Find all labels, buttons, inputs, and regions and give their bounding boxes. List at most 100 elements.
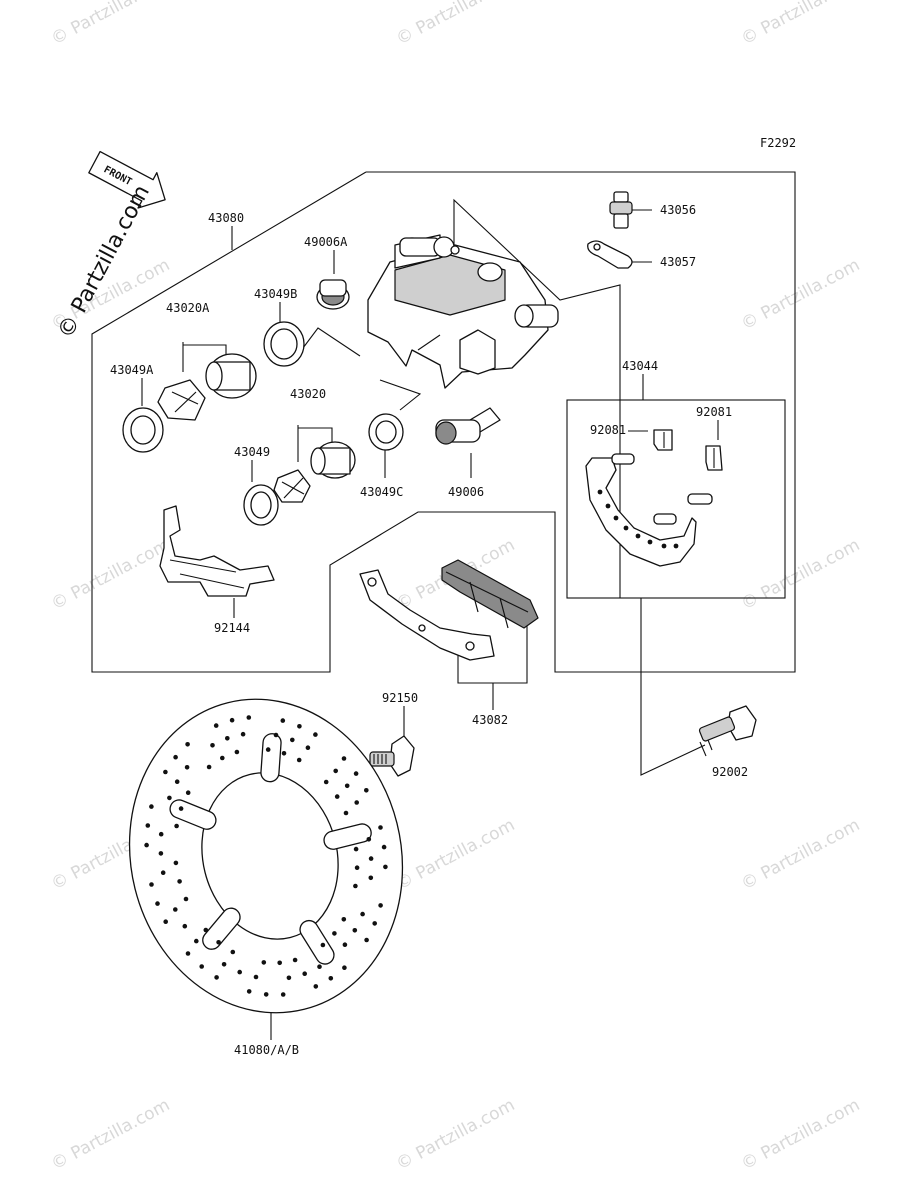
- bracket-hole: [647, 539, 653, 545]
- disc-hole: [281, 751, 287, 756]
- pin-boot-upper: [316, 279, 350, 310]
- disc-hole: [317, 964, 322, 969]
- disc-hole: [225, 736, 230, 741]
- bracket-bolt: [698, 705, 757, 757]
- disc-holes: [144, 715, 388, 997]
- bracket-hole: [661, 543, 667, 549]
- disc-hole: [199, 964, 204, 969]
- watermark-tile: © Partzilla.com: [48, 0, 173, 49]
- piston-b: [310, 441, 356, 479]
- disc-hole: [332, 931, 337, 936]
- label-92144: 92144: [214, 621, 250, 635]
- disc-hole: [364, 788, 369, 793]
- label-43020A: 43020A: [166, 301, 210, 315]
- bleeder-valve: [609, 191, 633, 229]
- piston-a: [205, 353, 257, 399]
- disc-hole: [292, 957, 298, 963]
- disc-hole: [173, 754, 178, 760]
- label-92081-right: 92081: [696, 405, 732, 419]
- disc-hole: [360, 911, 365, 917]
- disc-hole: [353, 883, 358, 889]
- leader-lines: [141, 198, 719, 1040]
- retainer-a: [653, 429, 673, 451]
- disc-hole: [313, 732, 318, 737]
- disc-hole: [290, 737, 295, 743]
- disc-hole: [173, 860, 179, 866]
- caliper-frame-outline: [91, 171, 796, 673]
- disc-hole: [174, 823, 179, 829]
- label-43049B: 43049B: [254, 287, 297, 301]
- disc-hole: [323, 779, 329, 785]
- disc-hole: [277, 960, 283, 966]
- disc-hole: [352, 928, 358, 933]
- bracket-holes: [597, 489, 679, 549]
- disc-hole: [214, 975, 219, 980]
- front-arrow: FRONT: [88, 150, 166, 209]
- disc-hole: [342, 942, 348, 947]
- seal-c: [368, 413, 404, 451]
- disc-hole: [185, 951, 191, 956]
- disc-hole: [378, 903, 383, 908]
- disc-hole: [237, 969, 242, 975]
- disc-hole: [210, 743, 215, 748]
- disc-hole: [182, 923, 188, 929]
- disc-hole: [158, 851, 164, 856]
- disc-hole: [167, 795, 172, 801]
- disc-hole: [203, 927, 209, 933]
- bracket-hole: [635, 533, 641, 539]
- label-43044: 43044: [622, 359, 658, 373]
- disc-hole: [240, 731, 246, 737]
- seal-a: [122, 407, 164, 453]
- disc-hole: [368, 856, 374, 861]
- disc-hole: [302, 971, 308, 976]
- disc-hole: [174, 779, 180, 784]
- disc-hole: [178, 806, 184, 811]
- label-43057: 43057: [660, 255, 696, 269]
- disc-hole: [213, 723, 219, 728]
- watermark-tile: © Partzilla.com: [738, 1095, 863, 1174]
- bracket-hole: [673, 543, 679, 549]
- disc-hole: [185, 790, 191, 795]
- insulator-b: [273, 469, 311, 503]
- label-43049: 43049: [234, 445, 270, 459]
- disc-slot: [323, 823, 372, 850]
- disc-hole: [230, 949, 236, 955]
- label-92002: 92002: [712, 765, 748, 779]
- bracket-box: [566, 399, 786, 599]
- disc-slots: [169, 733, 372, 965]
- disc-hole: [383, 864, 388, 870]
- disc-hole: [206, 764, 212, 770]
- disc-hole: [313, 984, 319, 989]
- figure-code: F2292: [760, 136, 796, 150]
- watermark-tile: © Partzilla.com: [48, 1095, 173, 1174]
- bracket-hole: [605, 503, 611, 509]
- watermark-tile: © Partzilla.com: [48, 535, 173, 614]
- disc-hole: [158, 831, 164, 837]
- disc-hole: [216, 940, 221, 945]
- disc-hole: [333, 768, 339, 774]
- disc-hole: [342, 965, 347, 970]
- pin-boot-lower: [435, 407, 501, 445]
- watermark-tile: © Partzilla.com: [738, 535, 863, 614]
- disc-hole: [234, 749, 240, 755]
- disc-hole: [343, 810, 349, 816]
- disc-hole: [286, 975, 292, 981]
- watermark-tile: © Partzilla.com: [393, 0, 518, 49]
- disc-hole: [220, 755, 225, 761]
- label-92150: 92150: [382, 691, 418, 705]
- part-labels: 43080 49006A 43049B 43020A 43049A 43020 …: [110, 203, 748, 1057]
- disc-hole: [364, 937, 369, 943]
- seal-d: [243, 484, 279, 526]
- disc-hole: [381, 844, 387, 850]
- disc-hole: [320, 942, 326, 948]
- disc-slot: [260, 733, 282, 783]
- disc-hole: [265, 747, 271, 752]
- pad-spring: [159, 505, 275, 597]
- disc-hole: [145, 823, 151, 828]
- disc-hole: [273, 732, 279, 738]
- label-43080: 43080: [208, 211, 244, 225]
- disc-hole: [354, 865, 360, 870]
- brake-pads: [359, 559, 539, 661]
- disc-hole: [163, 769, 168, 775]
